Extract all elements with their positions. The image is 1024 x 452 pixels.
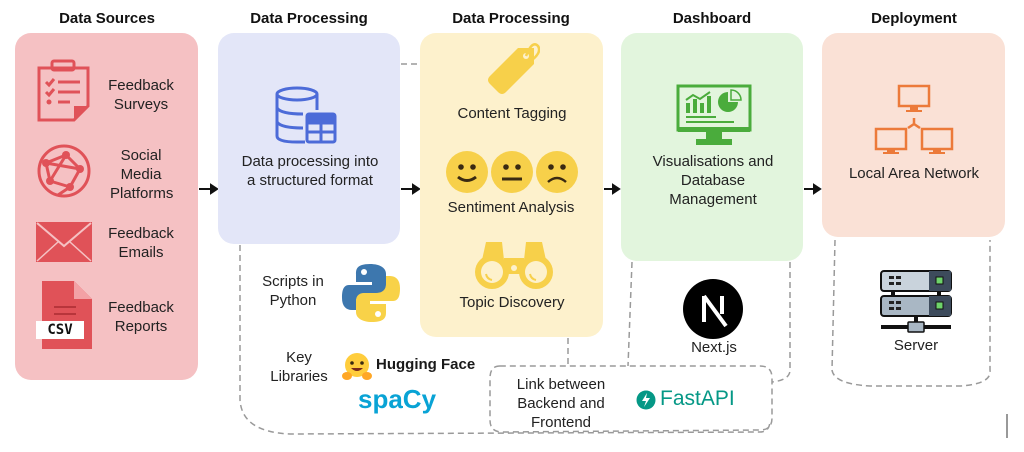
link-label: Link between Backend and Frontend [516,376,606,431]
header-data-sources: Data Sources [59,10,155,27]
hugging-face-label: Hugging Face [376,356,476,373]
source-label-surveys: Feedback Surveys [108,77,174,113]
hugging-face-emoji-icon [342,353,372,380]
link-box-outline [489,365,773,433]
happy-face-icon [446,151,488,193]
dashboard-group-left [627,261,633,367]
dashboard-group-right [771,262,791,383]
content-tagging-label: Content Tagging [457,105,567,122]
header-data-processing-2: Data Processing [452,10,570,27]
server-label: Server [893,337,939,354]
scripts-label: Scripts in Python [262,273,324,309]
deployment-group-outline [831,239,991,387]
data-processing-card [218,33,400,244]
clipboard-checklist-icon [37,59,90,122]
libraries-label: Key Libraries [270,349,328,385]
csv-file-icon [36,281,92,349]
neutral-face-icon [491,151,533,193]
sentiment-analysis-label: Sentiment Analysis [447,199,575,216]
header-dashboard: Dashboard [672,10,752,27]
deployment-label: Local Area Network [848,165,980,182]
network-computers-icon [874,84,954,154]
arrow-icon [612,183,621,195]
header-deployment: Deployment [871,10,957,27]
social-network-globe-icon [37,144,91,198]
email-envelope-icon [36,222,92,262]
server-icon [880,270,952,333]
dashboard-card [621,33,803,261]
spacy-logo: spaCy [358,384,437,414]
source-label-emails: Feedback Emails [108,225,174,261]
python-logo-icon [342,264,400,322]
topic-discovery-label: Topic Discovery [459,294,565,311]
source-label-social: Social Media Platforms [110,147,174,202]
source-label-reports: Feedback Reports [108,299,174,335]
fastapi-logo-icon [636,390,656,410]
header-data-processing-1: Data Processing [250,10,368,27]
sad-face-icon [536,151,578,193]
arrow-icon [412,183,421,195]
nextjs-logo-icon [683,279,743,339]
binoculars-icon [475,242,553,289]
arrow-icon [813,183,822,195]
csv-badge: CSV [47,322,73,338]
fastapi-label: FastAPI [660,387,735,410]
nextjs-label: Next.js [691,339,737,356]
arrow-icon [210,183,219,195]
monitor-charts-icon [676,84,752,145]
tag-icon [488,43,540,94]
database-table-icon [275,86,337,144]
processing-label: Data processing into a structured format [241,153,379,189]
deployment-card [822,33,1005,237]
dashboard-label: Visualisations and Database Management [652,153,774,208]
sentiment-faces-icon [446,151,578,193]
processing-group-outline [239,245,771,435]
